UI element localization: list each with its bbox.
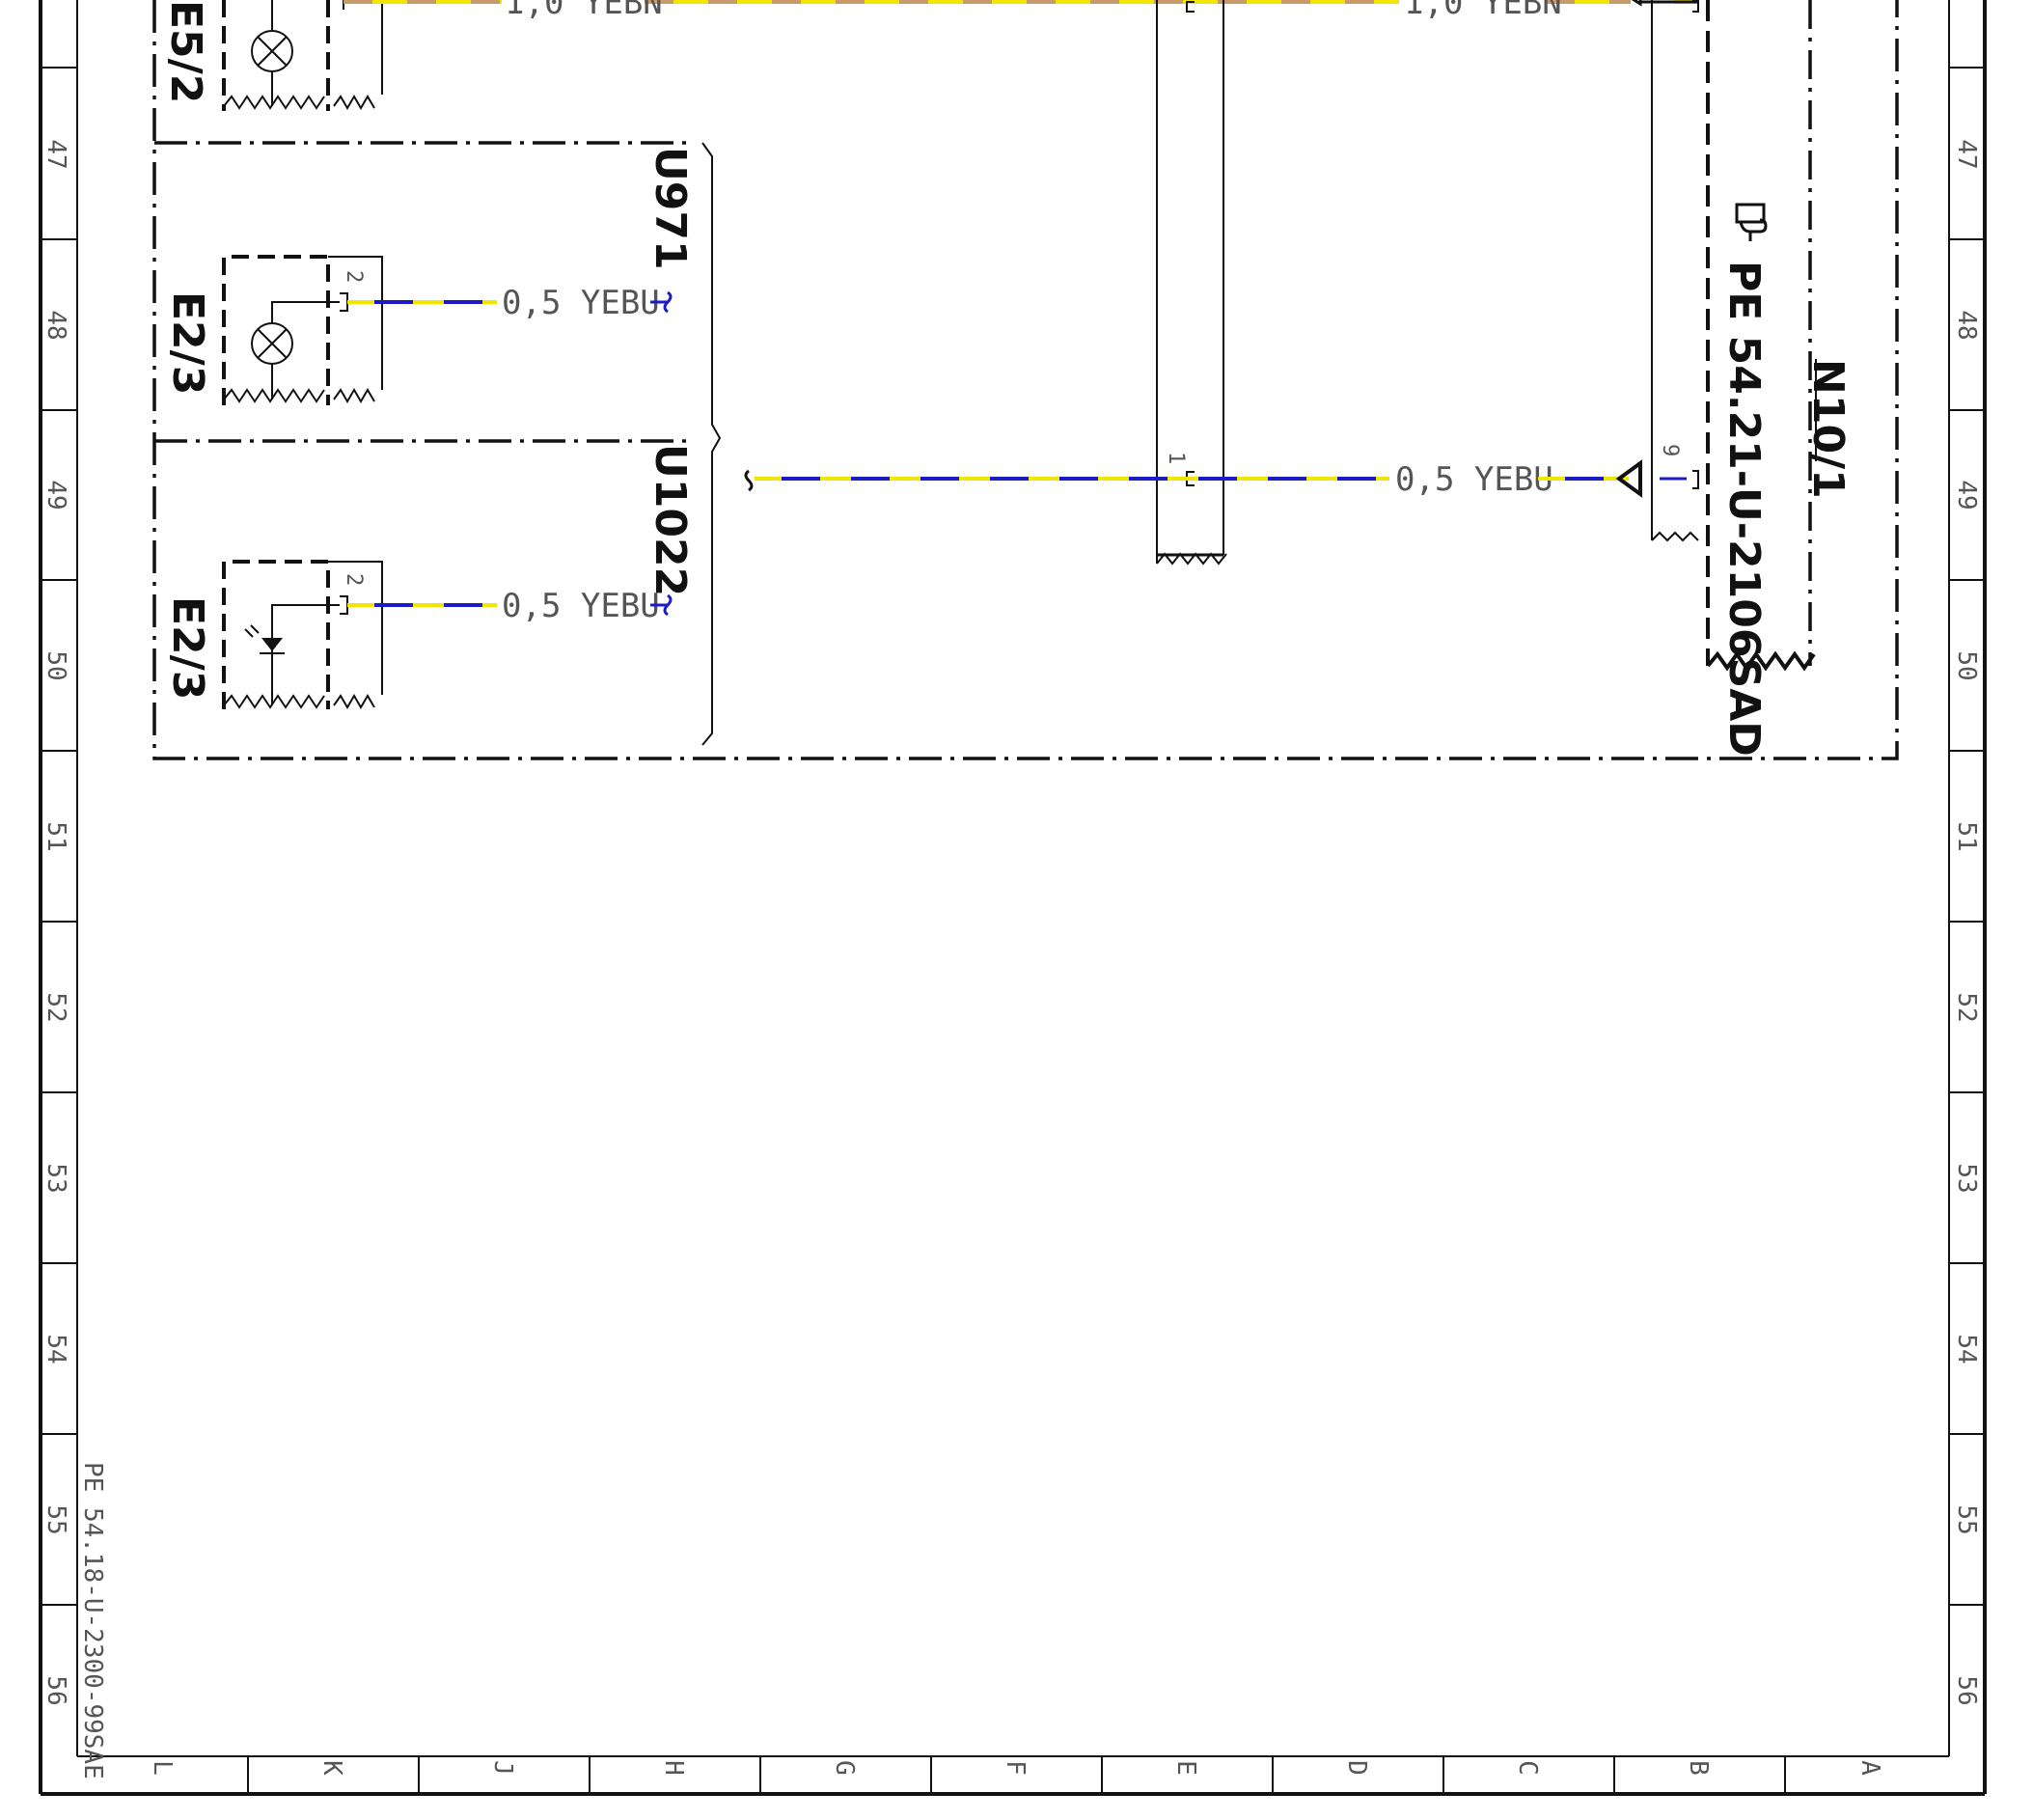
column-letter: D <box>1342 1760 1371 1776</box>
column-letter: E <box>1171 1760 1200 1776</box>
column-letter: H <box>659 1760 688 1776</box>
pin-number: 2 <box>342 573 366 586</box>
row-number: 49 <box>41 480 70 510</box>
ground-icon <box>223 388 325 403</box>
column-letter: A <box>1855 1760 1884 1776</box>
document-reference: PE 54.18-U-2300-99SAE <box>78 1462 107 1779</box>
wire-break-icon <box>663 290 673 314</box>
ground-icon <box>1706 650 1816 672</box>
row-number: 54 <box>1952 1334 1981 1364</box>
pin-number: 2 <box>342 270 366 283</box>
row-number: 53 <box>1952 1163 1981 1193</box>
row-number: 52 <box>1952 992 1981 1022</box>
variant-brace <box>701 142 722 746</box>
wire-label-u971: 0,5 YEBU <box>502 284 660 322</box>
column-letter: B <box>1684 1760 1713 1776</box>
row-number: 54 <box>41 1334 70 1364</box>
control-reference: PE 54.21-U-2106SAD <box>1719 261 1769 757</box>
column-letter: L <box>148 1760 177 1776</box>
wire-break-icon <box>333 694 375 709</box>
row-number: 50 <box>1952 650 1981 680</box>
component-label-e5-2: E5/2 <box>161 0 210 103</box>
row-number: 56 <box>1952 1675 1981 1705</box>
row-number: 55 <box>1952 1504 1981 1534</box>
row-number: 52 <box>41 992 70 1022</box>
wire-label-top-left: 1,0 YEBN <box>505 0 663 22</box>
column-letter: K <box>317 1760 346 1776</box>
connector-arrow-icon <box>1615 459 1642 498</box>
column-letter: F <box>1001 1760 1030 1776</box>
variant-label-u1022: U1022 <box>646 444 695 596</box>
wire-label-main: 0,5 YEBU <box>1395 460 1553 499</box>
wire-u971: 0,5 YEBU <box>347 284 673 322</box>
control-unit-n10-1: 9 PE 54.21-U-2106SAD N10/1 <box>1615 0 1853 757</box>
led-icon <box>244 624 285 654</box>
connector-1: 1 <box>1156 0 1227 565</box>
row-number: 47 <box>41 139 70 169</box>
row-number: 56 <box>41 1675 70 1705</box>
row-number: 55 <box>41 1504 70 1534</box>
component-label-e2-3-u1022: E2/3 <box>163 596 212 700</box>
led-e2-3-u1022: 2 E2/3 <box>163 560 383 709</box>
ground-icon <box>223 95 325 110</box>
reference-hand-icon <box>1735 203 1768 241</box>
column-letter: G <box>830 1760 859 1776</box>
wire-label-u1022: 0,5 YEBU <box>502 587 660 625</box>
column-letter: C <box>1513 1760 1542 1776</box>
row-number: 51 <box>41 821 70 851</box>
row-number: 51 <box>1952 821 1981 851</box>
wire-break-icon <box>1651 531 1699 542</box>
wire-break-icon <box>1156 552 1227 565</box>
row-grid: 47 48 49 50 51 52 53 54 55 56 47 48 49 5… <box>41 67 1985 1706</box>
pin-number: 9 <box>1658 444 1682 456</box>
ground-icon <box>223 694 325 709</box>
column-letter: J <box>488 1760 517 1776</box>
row-number: 49 <box>1952 480 1981 510</box>
wire-break-icon <box>333 388 375 403</box>
row-number: 53 <box>41 1163 70 1193</box>
component-label-n10-1: N10/1 <box>1803 359 1853 499</box>
component-label-e2-3-u971: E2/3 <box>163 291 212 395</box>
wire-break-icon <box>663 593 673 617</box>
pin-number: 1 <box>1164 452 1188 464</box>
row-number: 48 <box>41 310 70 340</box>
wire-u1022: 0,5 YEBU <box>347 587 673 625</box>
lamp-e5-2: E5/2 <box>161 0 383 111</box>
wire-break-icon <box>333 95 375 110</box>
row-number: 47 <box>1952 139 1981 169</box>
module-enclosure <box>152 0 1899 760</box>
wire-main: 0,5 YEBU <box>744 460 1687 499</box>
wire-break-icon <box>744 469 754 492</box>
row-number: 48 <box>1952 310 1981 340</box>
drawing-frame <box>39 0 1987 1796</box>
row-number: 50 <box>41 650 70 680</box>
column-grid: L K J H G F E D C B A <box>148 1756 1884 1794</box>
variant-label-u971: U971 <box>646 147 695 270</box>
lamp-e2-3-u971: 2 E2/3 <box>163 255 383 405</box>
wire-label-top-right: 1,0 YEBN <box>1404 0 1562 22</box>
wire-top: 1,0 YEBN 1,0 YEBN <box>343 0 1698 22</box>
